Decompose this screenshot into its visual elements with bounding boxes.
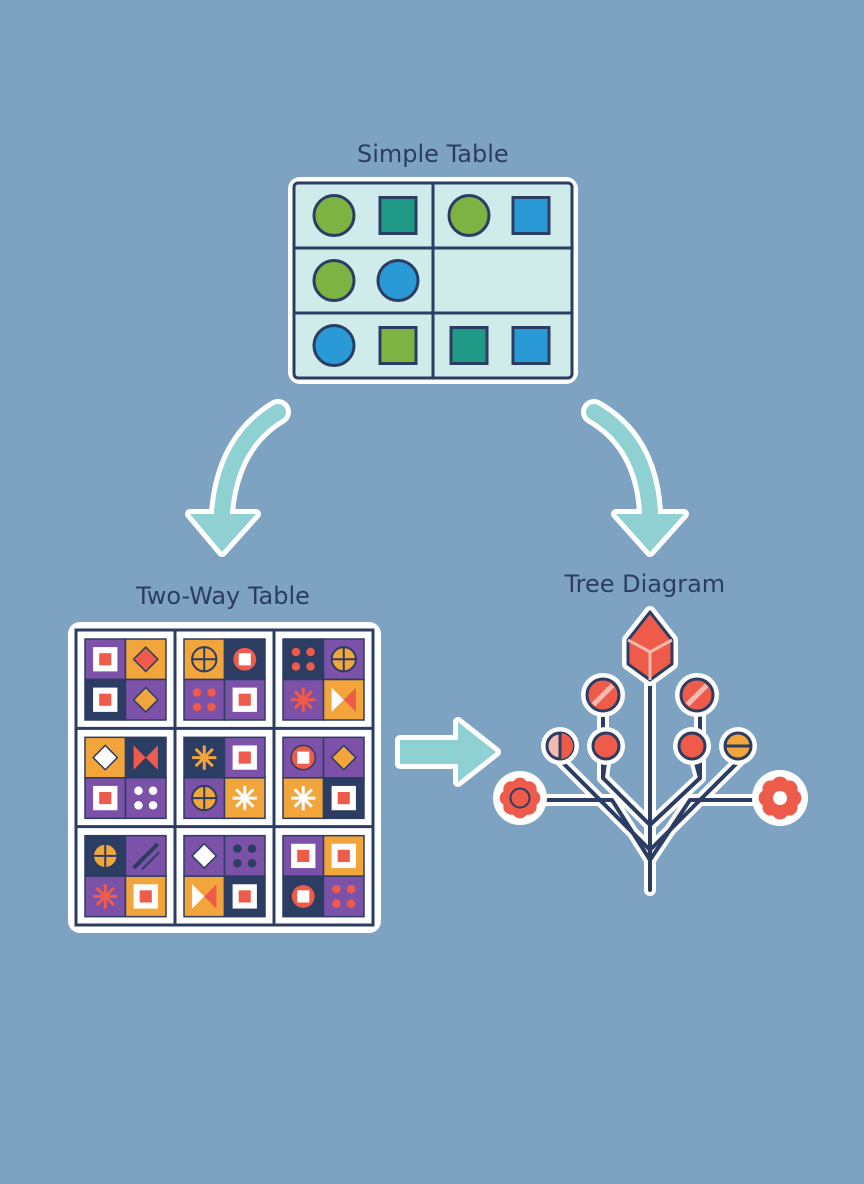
bowtie-icon xyxy=(204,884,217,909)
pattern-tile xyxy=(322,638,365,681)
dot-icon xyxy=(192,688,202,697)
dot-icon xyxy=(332,899,341,908)
square-center-icon xyxy=(139,890,152,903)
square-center-icon xyxy=(297,849,310,862)
dot-icon xyxy=(346,884,356,894)
blue-square-icon xyxy=(511,196,551,235)
two-way-table-title: Two-Way Table xyxy=(136,582,310,610)
green-circle-icon xyxy=(312,259,356,302)
pattern-tile xyxy=(282,638,325,681)
square-center-icon xyxy=(238,890,251,903)
green-square-icon xyxy=(378,326,418,365)
tree-branch xyxy=(520,798,652,862)
blue-square-icon xyxy=(511,326,551,365)
stripe-icon xyxy=(132,842,160,870)
pattern-tile xyxy=(84,736,127,779)
dot-icon xyxy=(291,647,301,657)
tree-diagram-title: Tree Diagram xyxy=(564,570,726,598)
flower-petal-icon xyxy=(780,780,798,798)
dot-icon xyxy=(207,702,216,712)
star-icon xyxy=(95,886,115,907)
dot-icon xyxy=(134,801,143,810)
arrow-to-two-way-table xyxy=(214,404,286,520)
arrow-two-way-to-tree xyxy=(400,722,496,782)
tree-node-stripe xyxy=(685,683,709,707)
blue-circle-icon xyxy=(376,259,420,302)
square-center-icon xyxy=(99,653,112,666)
arrow-to-tree-diagram-head xyxy=(616,514,684,552)
dot-icon xyxy=(247,844,257,853)
ring-center-icon xyxy=(238,653,251,666)
pattern-tile xyxy=(183,678,226,721)
dot-icon xyxy=(207,688,216,697)
star-icon xyxy=(293,690,313,710)
green-circle-icon xyxy=(312,194,356,237)
ring-center-icon xyxy=(297,890,310,903)
green-circle-icon xyxy=(447,194,491,237)
dot-icon xyxy=(306,647,315,657)
square-center-icon xyxy=(337,792,350,805)
arrow-to-tree-diagram xyxy=(586,404,658,520)
pattern-tile xyxy=(282,736,325,779)
tree-node xyxy=(591,731,621,761)
diamond-icon xyxy=(132,646,159,673)
gem-icon xyxy=(626,610,674,682)
simple-table-title: Simple Table xyxy=(357,140,509,168)
blue-circle-icon xyxy=(312,324,356,367)
diamond-icon xyxy=(191,842,218,870)
arrow-to-two-way-table-head xyxy=(190,514,256,552)
flow-arrows xyxy=(185,399,689,787)
bowtie-icon xyxy=(343,687,356,712)
tree-node-stripe xyxy=(591,683,615,707)
pattern-tile xyxy=(223,777,266,820)
tree-branch xyxy=(648,798,780,862)
flower-center-icon xyxy=(509,787,531,809)
bowtie-icon xyxy=(145,745,158,770)
pattern-tile xyxy=(124,777,167,820)
simple-table xyxy=(288,177,578,384)
dot-icon xyxy=(134,786,143,796)
bowtie-icon xyxy=(192,884,205,909)
pattern-tile xyxy=(322,875,365,918)
square-center-icon xyxy=(337,849,350,862)
two-way-table xyxy=(68,622,381,933)
dot-icon xyxy=(148,801,158,810)
square-center-icon xyxy=(99,693,112,706)
dot-icon xyxy=(148,786,158,796)
dot-icon xyxy=(247,858,257,868)
diamond-icon xyxy=(330,744,357,771)
dot-icon xyxy=(192,702,202,712)
tree-node-half xyxy=(560,733,573,759)
dot-icon xyxy=(306,662,315,671)
diamond-icon xyxy=(132,686,159,713)
teal-square-icon xyxy=(449,326,489,365)
star-icon xyxy=(194,747,214,768)
square-center-icon xyxy=(238,693,251,706)
stripe-icon xyxy=(141,851,160,870)
square-center-icon xyxy=(238,751,251,764)
bowtie-icon xyxy=(133,745,146,770)
dot-icon xyxy=(291,662,301,671)
square-center-icon xyxy=(99,792,112,805)
diamond-icon xyxy=(92,744,119,771)
dot-icon xyxy=(233,844,242,853)
pattern-tile xyxy=(84,777,127,820)
flower-center-icon xyxy=(773,791,787,805)
tree-node xyxy=(677,731,707,761)
tree-diagram xyxy=(493,606,808,896)
ring-center-icon xyxy=(297,751,310,764)
teal-square-icon xyxy=(378,196,418,235)
star-icon xyxy=(293,788,313,808)
bowtie-icon xyxy=(331,687,344,712)
dot-icon xyxy=(332,884,341,894)
pattern-tile xyxy=(223,834,266,877)
dot-icon xyxy=(346,899,356,908)
dot-icon xyxy=(233,858,242,868)
star-icon xyxy=(235,788,255,808)
